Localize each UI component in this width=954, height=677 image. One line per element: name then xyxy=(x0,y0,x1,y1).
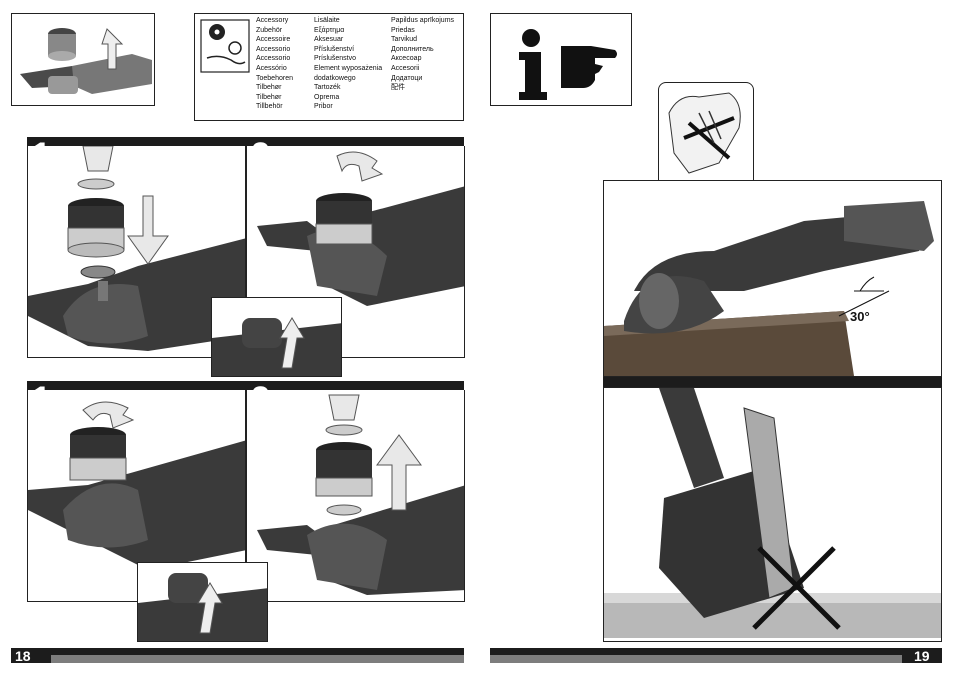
mount-step1-figure xyxy=(27,146,246,358)
mount-inset-figure xyxy=(211,297,342,377)
accessory-label: Acessório xyxy=(256,64,287,72)
accessory-col-3: Papildus aprīkojums Priedas Tarvikud Доп… xyxy=(391,16,454,93)
info-tip-icon xyxy=(519,29,617,100)
hand-warning-drawing xyxy=(668,92,741,174)
accessory-label: Дополнитель xyxy=(391,45,434,53)
accessory-label: Tartozék xyxy=(314,84,341,92)
tip-label: TIP xyxy=(549,49,561,70)
page-number-badge xyxy=(11,648,51,663)
unmount-step2-drawing xyxy=(257,394,464,595)
accessory-label: Příslušenství xyxy=(314,45,355,53)
footer-bar-left-top xyxy=(11,648,464,655)
accessory-label: Zubehör xyxy=(256,26,283,34)
accessory-box: Accessory Zubehör Accessoire Accessorio … xyxy=(194,13,464,121)
footer-bar-left xyxy=(11,655,464,663)
accessory-label: Tarvikud xyxy=(391,36,418,44)
mount-step1-drawing xyxy=(28,146,245,351)
page-number-badge xyxy=(902,648,942,663)
brush-mount-overview-drawing xyxy=(20,28,152,94)
pipe-grinding-figure xyxy=(603,387,942,642)
accessory-label: Pribor xyxy=(314,103,333,111)
accessory-label: Accessoire xyxy=(256,36,291,44)
page-number-left: 18 xyxy=(15,648,31,664)
brush-mount-overview-figure xyxy=(11,13,155,106)
figure-divider-bar xyxy=(603,377,942,387)
accessory-label: Lisälaite xyxy=(314,17,340,24)
mount-step2-drawing xyxy=(257,151,464,306)
page-number-right: 19 xyxy=(914,648,930,664)
glove-warning-figure xyxy=(658,82,754,188)
unmount-inset-figure xyxy=(137,562,268,642)
grinding-angle-drawing xyxy=(604,201,934,376)
accessory-label: Tillbehör xyxy=(256,103,283,111)
accessory-col-1: Accessory Zubehör Accessoire Accessorio … xyxy=(256,16,293,112)
accessory-label: Εξάρτημα xyxy=(314,26,345,34)
accessory-label: Accessorio xyxy=(256,55,291,63)
accessory-label: Аксесоар xyxy=(391,55,422,63)
accessory-label: Aksesuar xyxy=(314,36,344,44)
pipe-grinding-drawing xyxy=(604,388,941,638)
accessory-label: Accessorio xyxy=(256,45,291,53)
accessory-label: Tilbehør xyxy=(256,84,282,92)
unmount-step1-figure xyxy=(27,390,246,602)
accessory-label: Tilbehør xyxy=(256,93,282,101)
accessory-label: Priedas xyxy=(391,26,415,34)
accessory-label: Príslušenstvo xyxy=(314,55,357,63)
accessory-label: Accesorii xyxy=(391,64,420,72)
footer-bar-right-top xyxy=(490,648,942,655)
accessory-label: 配件 xyxy=(391,84,405,92)
footer-bar-right xyxy=(490,655,942,663)
mount-inset-drawing xyxy=(212,317,341,376)
accessory-col-2: Lisälaite Εξάρτημα Aksesuar Příslušenstv… xyxy=(314,16,390,112)
unmount-step2-figure xyxy=(246,390,465,602)
accessory-label: Додатоци xyxy=(391,74,423,82)
unmount-step1-drawing xyxy=(28,401,245,570)
accessory-label: Oprema xyxy=(314,93,340,101)
accessory-label: Toebehoren xyxy=(256,74,293,82)
section-bar-mount xyxy=(27,137,464,146)
grinding-angle-figure: 30° xyxy=(603,180,942,377)
tip-box: TIP xyxy=(490,13,632,106)
angle-label: 30° xyxy=(850,309,870,324)
section-bar-unmount xyxy=(27,381,464,390)
unmount-inset-drawing xyxy=(138,573,267,641)
accessory-icon xyxy=(200,19,250,73)
accessory-label: Papildus aprīkojums xyxy=(391,17,455,24)
accessory-label: Accessory xyxy=(256,17,289,24)
accessory-label: Element wyposażenia dodatkowego xyxy=(314,64,383,82)
